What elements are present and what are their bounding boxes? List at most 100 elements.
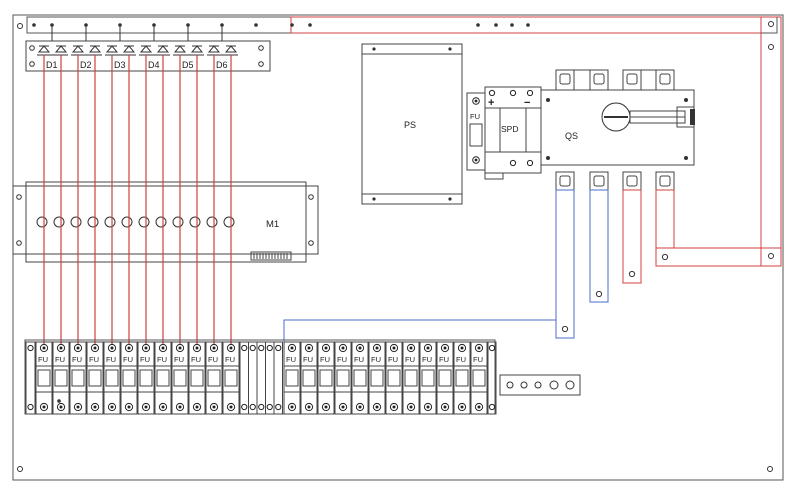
right-fuse-top-screw-dot [307, 346, 311, 350]
right-fuse-label: FU [303, 355, 313, 364]
left-fuse-label: FU [38, 355, 48, 364]
m1-terminal-2 [53, 216, 65, 228]
terminal-strip-hole-1 [506, 381, 514, 389]
mid-terminal-screw [266, 344, 273, 352]
spd-screw-1 [488, 89, 496, 97]
m1-terminal-6 [121, 216, 133, 228]
left-fuse-bottom-screw-dot [127, 405, 131, 409]
left-fuse-top-screw-dot [127, 346, 131, 350]
diode-triangle [156, 45, 170, 53]
right-fuse-11 [453, 341, 471, 415]
left-fuse-2 [52, 341, 70, 415]
m1-terminal-11 [206, 216, 218, 228]
terminal-strip-hole-5 [565, 380, 575, 390]
right-fuse-bottom-screw-dot [392, 405, 396, 409]
diode-triangle [88, 45, 102, 53]
right-fuse-top-screw-dot [477, 346, 481, 350]
busbar-blue-2-hole [595, 290, 603, 298]
left-fuse-bottom-screw-dot [110, 405, 114, 409]
left-fuse-top-screw-dot [229, 346, 233, 350]
m1-terminal-5 [104, 216, 116, 228]
m1-terminal-7 [138, 216, 150, 228]
diode-label-d5: D5 [182, 60, 194, 70]
qs-top-terminal-3 [622, 69, 642, 91]
fuse-marker-dot [57, 399, 61, 403]
right-red-bar [760, 16, 782, 267]
right-fuse-bottom-screw-dot [341, 405, 345, 409]
diode-triangle [139, 45, 153, 53]
fu-small-top-screw-dot [474, 99, 478, 103]
left-fuse-window [105, 369, 119, 387]
left-fuse-bottom-screw-dot [212, 405, 216, 409]
rail-hole-13 [510, 23, 514, 27]
m1-body [25, 181, 307, 263]
qs-handle-grip [690, 109, 695, 125]
mid-terminal-screw [241, 344, 248, 352]
qs-bottom-terminal-1 [555, 171, 575, 191]
qs-hole-1 [546, 98, 550, 102]
diode-triangle [105, 45, 119, 53]
m1-connector [250, 251, 292, 261]
left-fuse-label: FU [140, 355, 150, 364]
rail-hole-12 [494, 23, 498, 27]
mid-terminal-screw [258, 344, 265, 352]
diode-triangle [54, 45, 68, 53]
busbar-red-1-hole [628, 270, 636, 278]
spd-minus: − [524, 97, 530, 109]
busbar-red-horizontal [655, 247, 782, 267]
m1-hole-1 [16, 194, 22, 200]
diode-block-hole-2 [29, 61, 35, 67]
left-fuse-label: FU [55, 355, 65, 364]
right-fuse-window [421, 369, 435, 387]
right-fuse-top-screw-dot [358, 346, 362, 350]
m1-label: M1 [266, 219, 279, 230]
qs-top-screw-3 [626, 73, 638, 85]
left-fuse-bottom-screw-dot [144, 405, 148, 409]
left-fuse-11 [205, 341, 223, 415]
qs-bottom-screw-1 [559, 175, 571, 187]
diode-triangle [71, 45, 85, 53]
right-fuse-window [455, 369, 469, 387]
m1-hole-2 [16, 240, 22, 246]
panel-hole-tl [17, 23, 23, 29]
right-fuse-bottom-screw-dot [358, 405, 362, 409]
right-fuse-window [387, 369, 401, 387]
end-cap-screw [27, 403, 34, 411]
mid-terminal-screw [249, 403, 256, 411]
qs-top-screw-2 [593, 73, 605, 85]
m1-terminal-1 [36, 216, 48, 228]
mid-terminal [239, 341, 249, 415]
qs-bottom-screw-4 [659, 175, 671, 187]
terminal-strip-hole-2 [520, 381, 528, 389]
left-fuse-window [122, 369, 136, 387]
right-fuse-bottom-screw-dot [375, 405, 379, 409]
red-bar-hole-3 [768, 253, 774, 259]
left-fuse-window [190, 369, 204, 387]
right-fuse-bottom-screw-dot [324, 405, 328, 409]
qs-top-gap [573, 69, 591, 91]
left-fuse-label: FU [174, 355, 184, 364]
left-fuse-bottom-screw-dot [229, 405, 233, 409]
right-fuse-12 [470, 341, 488, 415]
diode-triangle [190, 45, 204, 53]
right-fuse-top-screw-dot [409, 346, 413, 350]
m1-hole-3 [308, 194, 314, 200]
qs-bottom-screw-2 [593, 175, 605, 187]
left-fuse-4 [86, 341, 104, 415]
left-fuse-top-screw-dot [161, 346, 165, 350]
left-fuse-9 [171, 341, 189, 415]
left-fuse-window [88, 369, 102, 387]
left-fuse-6 [120, 341, 138, 415]
fu-small-window [469, 123, 483, 147]
mid-terminal [248, 341, 258, 415]
right-fuse-top-screw-dot [290, 346, 294, 350]
left-fuse-top-screw-dot [178, 346, 182, 350]
left-fuse-top-screw-dot [110, 346, 114, 350]
diode-label-d1: D1 [46, 60, 58, 70]
qs-bottom-screw-3 [626, 175, 638, 187]
ps-label: PS [404, 120, 416, 130]
m1-hole-4 [308, 240, 314, 246]
spd-label: SPD [501, 124, 518, 134]
qs-top-gap-2 [640, 69, 657, 91]
